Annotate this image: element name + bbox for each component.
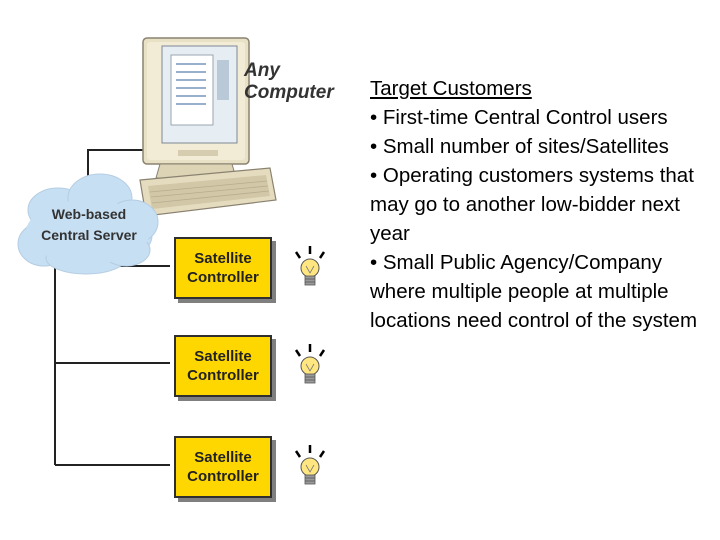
satellite-label-line-2: Controller	[187, 468, 259, 485]
central-server-label-line-2: Central Server	[41, 227, 137, 243]
satellite-label-line-1: Satellite	[194, 348, 252, 365]
computer-label: Any Computer	[244, 60, 334, 104]
notes-bullet-3: • Operating customers systems that may g…	[370, 164, 694, 245]
computer-label-line-2: Computer	[244, 82, 334, 103]
satellite-label-line-1: Satellite	[194, 449, 252, 466]
notes-bullet-2: • Small number of sites/Satellites	[370, 135, 669, 158]
satellite-controller-1: Satellite Controller	[174, 237, 272, 299]
satellite-controller-2: Satellite Controller	[174, 335, 272, 397]
computer-icon	[139, 37, 277, 217]
lightbulb-icon	[294, 445, 326, 485]
lightbulb-icon	[294, 344, 326, 384]
notes-bullet-4: • Small Public Agency/Company where mult…	[370, 251, 698, 332]
satellite-label-line-2: Controller	[187, 367, 259, 384]
computer-label-line-1: Any	[244, 60, 280, 81]
central-server-label: Web-based Central Server	[28, 204, 150, 246]
notes-title: Target Customers	[370, 77, 532, 100]
satellite-label-line-1: Satellite	[194, 250, 252, 267]
satellite-label-line-2: Controller	[187, 269, 259, 286]
target-customers-notes: Target Customers • First-time Central Co…	[370, 74, 710, 335]
satellite-controller-3: Satellite Controller	[174, 436, 272, 498]
central-server-label-line-1: Web-based	[51, 206, 127, 222]
lightbulb-icon	[294, 246, 326, 286]
notes-bullet-1: • First-time Central Control users	[370, 106, 668, 129]
